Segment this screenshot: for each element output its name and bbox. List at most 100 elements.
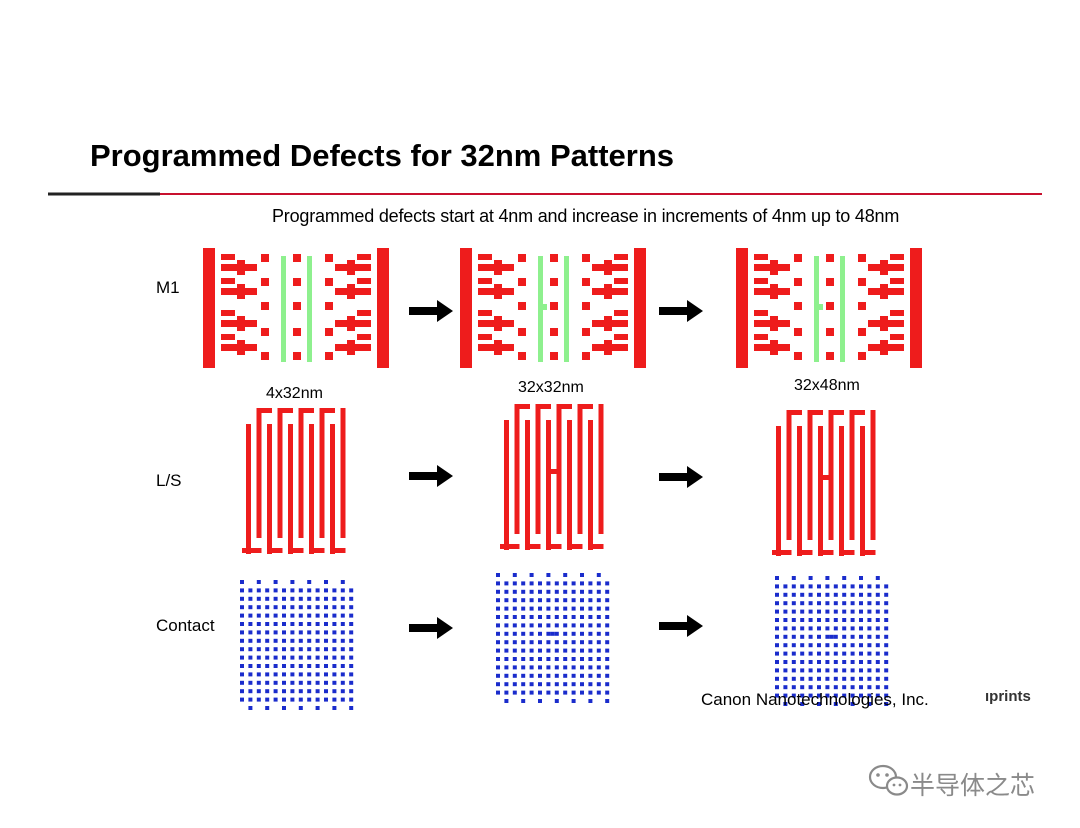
contact-dot — [240, 664, 244, 668]
contact-dot — [521, 615, 526, 619]
ls-line — [588, 420, 593, 550]
contact-dot — [605, 682, 610, 687]
contact-dot — [512, 665, 517, 670]
contact-dot — [833, 651, 838, 656]
contact-dot — [850, 626, 855, 631]
contact-dot — [307, 672, 312, 677]
m1-comb-jog — [604, 316, 612, 331]
contact-dot — [265, 605, 270, 610]
contact-dot — [783, 651, 788, 656]
contact-dot — [324, 689, 328, 694]
contact-dot — [546, 682, 551, 687]
contact-dot — [504, 657, 509, 661]
contact-dot — [596, 682, 601, 687]
contact-dot — [596, 589, 601, 594]
contact-dot — [256, 580, 261, 584]
contact-dot — [349, 605, 354, 610]
m1-comb-jog — [880, 260, 888, 275]
contact-dot — [850, 643, 855, 648]
contact-dot — [265, 664, 270, 668]
contact-dot — [817, 626, 821, 631]
contact-dot — [554, 682, 559, 687]
contact-dot — [605, 615, 610, 619]
m1-stub — [221, 278, 235, 284]
ls-connector — [807, 410, 823, 415]
contact-dot — [248, 655, 253, 660]
ls-line — [860, 426, 865, 556]
contact-dot — [791, 660, 796, 664]
contact-dot — [248, 706, 253, 710]
contact-dot — [273, 588, 278, 593]
contact-dot — [240, 588, 244, 593]
contact-dot — [324, 622, 328, 626]
contact-dot — [349, 680, 354, 685]
contact-dot — [825, 618, 830, 622]
contact-dot — [875, 651, 880, 656]
contact-dot — [529, 682, 534, 687]
contact-dot — [504, 606, 509, 611]
m1-dash — [550, 328, 558, 336]
brand-text-fragment: ıprints — [985, 688, 1031, 705]
contact-dot — [273, 630, 278, 635]
ls-pattern-1 — [242, 408, 346, 554]
contact-dot — [265, 697, 270, 702]
contact-dot — [884, 702, 889, 706]
arrow-shape — [659, 300, 703, 322]
contact-dot — [563, 640, 568, 645]
contact-dot — [256, 655, 261, 660]
contact-dot — [596, 665, 601, 670]
contact-dot — [248, 605, 253, 610]
contact-dot — [538, 682, 542, 687]
m1-side-bar — [203, 248, 215, 368]
contact-dot — [580, 606, 584, 611]
contact-dot — [783, 676, 788, 681]
contact-dot — [833, 693, 838, 698]
contact-dot — [324, 664, 328, 668]
contact-dot — [875, 634, 880, 639]
contact-dot — [800, 643, 805, 648]
arrow-right — [409, 465, 453, 487]
ls-line — [797, 426, 802, 556]
m1-stub — [890, 310, 904, 316]
contact-dot — [340, 596, 345, 601]
contact-programmed-defect — [829, 634, 834, 639]
contact-dot — [791, 601, 796, 606]
contact-dot — [248, 697, 253, 702]
contact-dot — [265, 588, 270, 593]
contact-dot — [265, 672, 270, 677]
contact-dot — [817, 601, 821, 606]
contact-dot — [884, 668, 889, 673]
contact-dot — [554, 665, 559, 670]
contact-dot — [859, 626, 863, 631]
contact-dot — [884, 618, 889, 622]
contact-dot — [775, 626, 779, 631]
contact-dot — [248, 588, 253, 593]
contact-dot — [580, 623, 584, 628]
contact-dot — [332, 706, 337, 710]
contact-dot — [282, 588, 286, 593]
contact-dot — [529, 640, 534, 645]
contact-dot — [521, 598, 526, 603]
contact-dot — [563, 648, 568, 653]
m1-stub — [614, 310, 628, 316]
m1-stub — [754, 278, 768, 284]
contact-dot — [332, 622, 337, 626]
contact-dot — [842, 685, 847, 690]
contact-dot — [817, 685, 821, 690]
contact-dot — [332, 613, 337, 618]
contact-dot — [332, 638, 337, 643]
contact-dot — [512, 648, 517, 653]
contact-dot — [340, 588, 345, 593]
contact-dot — [290, 596, 295, 601]
m1-dash — [293, 328, 301, 336]
contact-dot — [512, 657, 517, 661]
contact-dot — [571, 615, 576, 619]
ls-line — [246, 424, 251, 554]
m1-stub — [221, 254, 235, 260]
m1-dash — [550, 278, 558, 286]
contact-dot — [808, 693, 813, 698]
contact-dot — [512, 589, 517, 594]
contact-dot — [580, 657, 584, 661]
contact-dot — [859, 651, 863, 656]
m1-dash — [794, 254, 802, 262]
